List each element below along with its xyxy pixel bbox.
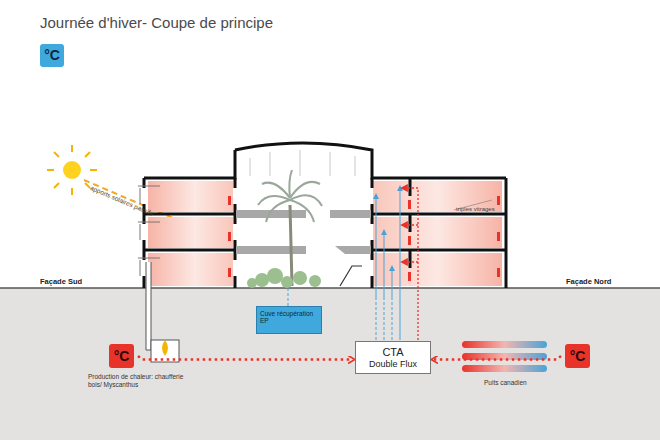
ground-tubes — [462, 341, 547, 372]
temperature-badge: °C — [109, 344, 134, 368]
supply-air-arrows — [376, 188, 400, 340]
heat-production-label: Production de chaleur: chaufferie bois/ … — [88, 373, 188, 389]
node-text: Cuve récupération EP — [260, 310, 318, 325]
radiators — [228, 196, 500, 281]
warm-rooms — [148, 181, 502, 286]
temperature-badge: °C — [565, 344, 590, 368]
temperature-badge: °C — [40, 44, 64, 67]
solar-gain-label: apports solaires passifs — [89, 184, 154, 217]
air-handling-unit: CTADouble Flux — [355, 341, 431, 374]
node-text: °C — [114, 348, 130, 364]
facade-label: Façade Sud — [40, 277, 82, 286]
ground-line — [0, 287, 660, 289]
diagram-title: Journée d'hiver- Coupe de principe — [40, 14, 273, 31]
atrium — [236, 150, 371, 288]
ground — [0, 288, 660, 440]
facade-label: Façade Nord — [566, 277, 611, 286]
node-text: Double Flux — [369, 359, 417, 369]
warm-air — [404, 188, 418, 340]
rainwater-tank: Cuve récupération EP — [256, 306, 322, 334]
boiler — [146, 262, 179, 362]
node-text: °C — [44, 47, 60, 63]
building-section — [144, 143, 506, 288]
ground-tube-label: Puits canadien — [484, 379, 527, 386]
rainwater — [288, 288, 289, 306]
supply-air — [376, 300, 392, 340]
heat-flow-connector — [138, 356, 352, 360]
glazing-label: triples vitrages — [456, 206, 495, 212]
heat-flow-connector — [434, 356, 561, 360]
node-text: °C — [570, 348, 586, 364]
node-text: CTA — [382, 346, 403, 359]
